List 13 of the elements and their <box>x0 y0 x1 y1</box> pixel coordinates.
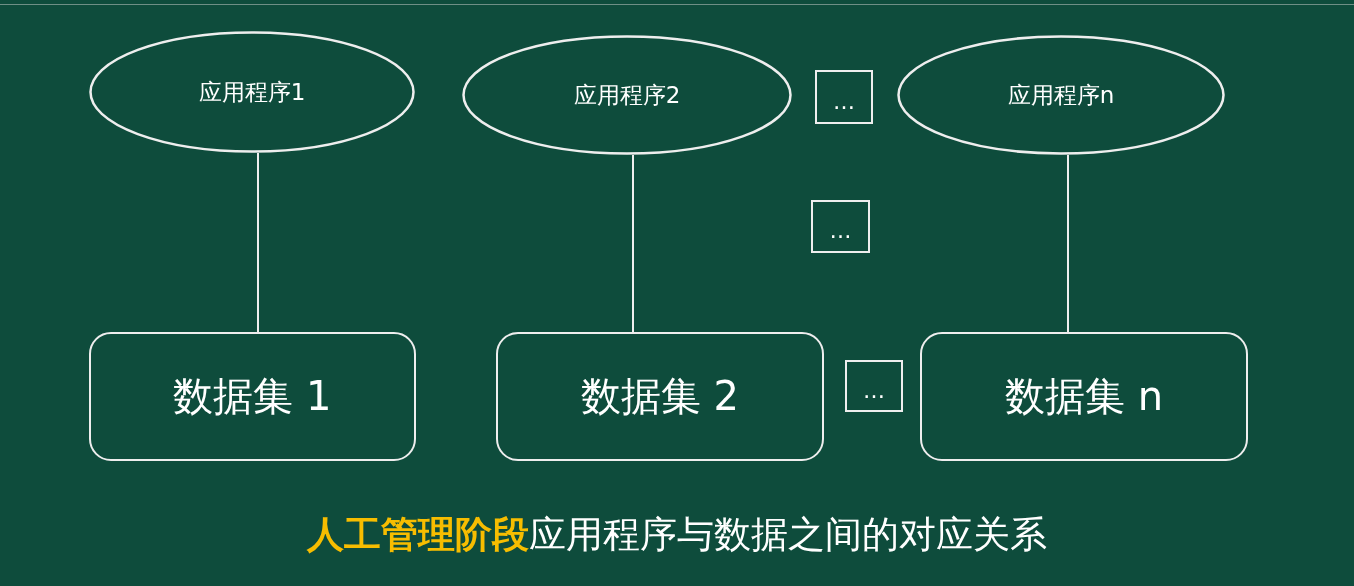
connector-line <box>632 153 634 333</box>
connector-line <box>1067 153 1069 333</box>
ellipsis-box: … <box>811 200 870 253</box>
dataset-box: 数据集 2 <box>496 332 824 461</box>
application-ellipse: 应用程序n <box>897 35 1225 155</box>
ellipsis-box: … <box>845 360 903 412</box>
application-ellipse: 应用程序2 <box>462 35 792 155</box>
dataset-box: 数据集 n <box>920 332 1248 461</box>
connector-line <box>257 151 259 333</box>
caption: 人工管理阶段应用程序与数据之间的对应关系 <box>306 512 1048 558</box>
dataset-box: 数据集 1 <box>89 332 416 461</box>
ellipsis-box: … <box>815 70 873 124</box>
application-ellipse: 应用程序1 <box>89 31 415 153</box>
